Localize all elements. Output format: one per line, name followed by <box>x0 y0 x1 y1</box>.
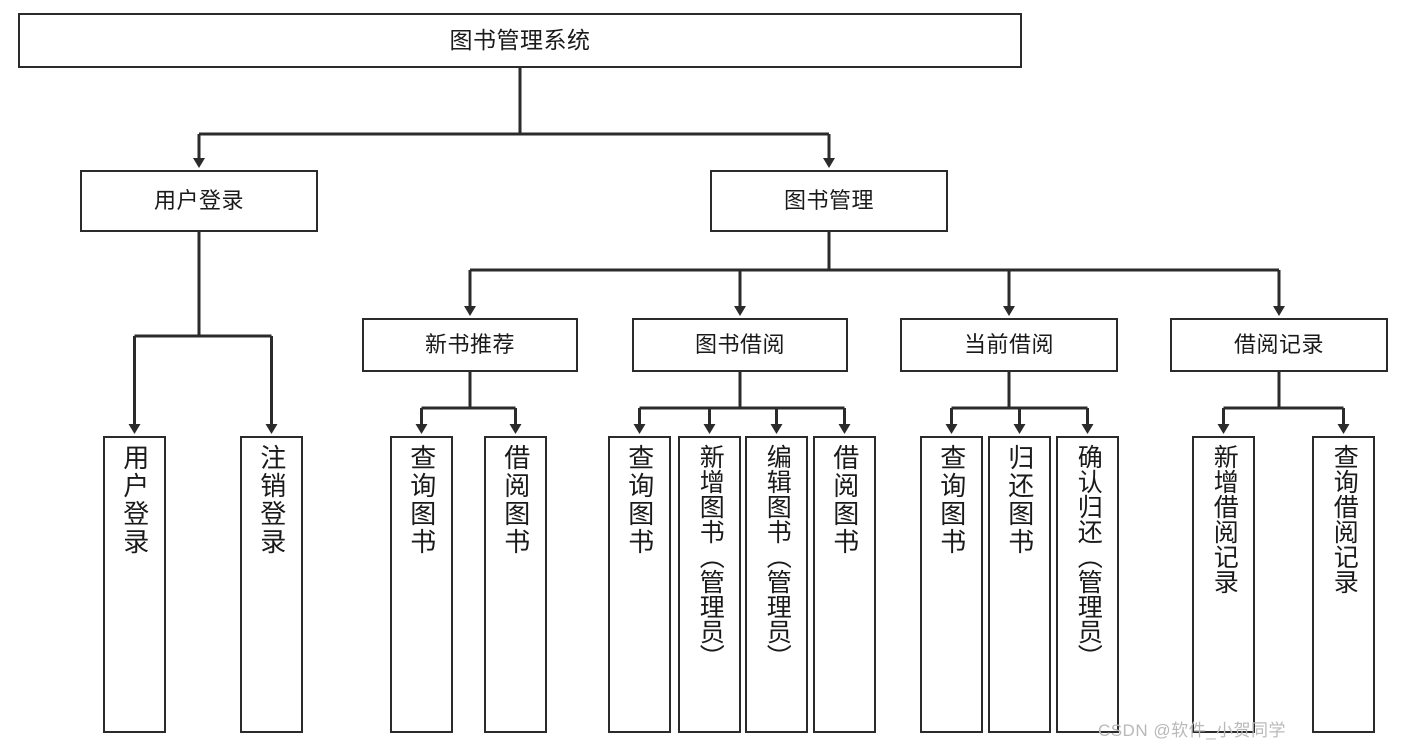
node-leaf-add-record[interactable]: 新增借阅记录 <box>1192 436 1255 733</box>
node-leaf-logout-login-label: 注销登录 <box>256 444 287 556</box>
node-user-login[interactable]: 用户登录 <box>80 170 318 232</box>
node-leaf-user-login-label: 用户登录 <box>119 444 150 556</box>
node-user-login-label: 用户登录 <box>153 188 244 214</box>
node-leaf-add-book[interactable]: 新增图书（管理员） <box>678 436 741 733</box>
node-current-borrow[interactable]: 当前借阅 <box>900 318 1118 372</box>
node-borrow-record-label: 借阅记录 <box>1233 332 1324 358</box>
node-leaf-add-record-label: 新增借阅记录 <box>1210 444 1239 594</box>
node-leaf-borrow-book-2[interactable]: 借阅图书 <box>813 436 876 733</box>
node-leaf-add-book-label: 新增图书（管理员） <box>696 444 725 669</box>
node-leaf-query-record-label: 查询借阅记录 <box>1330 444 1359 594</box>
node-leaf-query-book-3-label: 查询图书 <box>936 444 967 556</box>
node-book-borrow-label: 图书借阅 <box>694 332 785 358</box>
node-leaf-edit-book-label: 编辑图书（管理员） <box>763 444 792 669</box>
node-leaf-user-login[interactable]: 用户登录 <box>103 436 166 733</box>
node-leaf-return-book[interactable]: 归还图书 <box>988 436 1051 733</box>
node-leaf-query-record[interactable]: 查询借阅记录 <box>1312 436 1375 733</box>
node-leaf-query-book-2[interactable]: 查询图书 <box>608 436 671 733</box>
node-root[interactable]: 图书管理系统 <box>18 13 1022 68</box>
node-leaf-borrow-book-1-label: 借阅图书 <box>500 444 531 556</box>
node-leaf-borrow-book-1[interactable]: 借阅图书 <box>484 436 547 733</box>
node-leaf-edit-book[interactable]: 编辑图书（管理员） <box>745 436 808 733</box>
node-leaf-query-book-1-label: 查询图书 <box>406 444 437 556</box>
node-leaf-logout-login[interactable]: 注销登录 <box>240 436 303 733</box>
node-leaf-borrow-book-2-label: 借阅图书 <box>829 444 860 556</box>
node-leaf-return-book-label: 归还图书 <box>1004 444 1035 556</box>
node-leaf-confirm-return-label: 确认归还（管理员） <box>1074 444 1103 669</box>
node-leaf-confirm-return[interactable]: 确认归还（管理员） <box>1056 436 1119 733</box>
node-book-manage[interactable]: 图书管理 <box>710 170 948 232</box>
csdn-watermark: CSDN @软件_小贺同学 <box>1097 721 1287 740</box>
node-borrow-record[interactable]: 借阅记录 <box>1170 318 1388 372</box>
node-book-manage-label: 图书管理 <box>783 188 874 214</box>
node-current-borrow-label: 当前借阅 <box>963 332 1054 358</box>
node-leaf-query-book-2-label: 查询图书 <box>624 444 655 556</box>
node-root-label: 图书管理系统 <box>449 26 591 53</box>
node-leaf-query-book-3[interactable]: 查询图书 <box>920 436 983 733</box>
node-new-book-recommend-label: 新书推荐 <box>424 332 515 358</box>
node-leaf-query-book-1[interactable]: 查询图书 <box>390 436 453 733</box>
node-new-book-recommend[interactable]: 新书推荐 <box>362 318 578 372</box>
node-book-borrow[interactable]: 图书借阅 <box>632 318 848 372</box>
